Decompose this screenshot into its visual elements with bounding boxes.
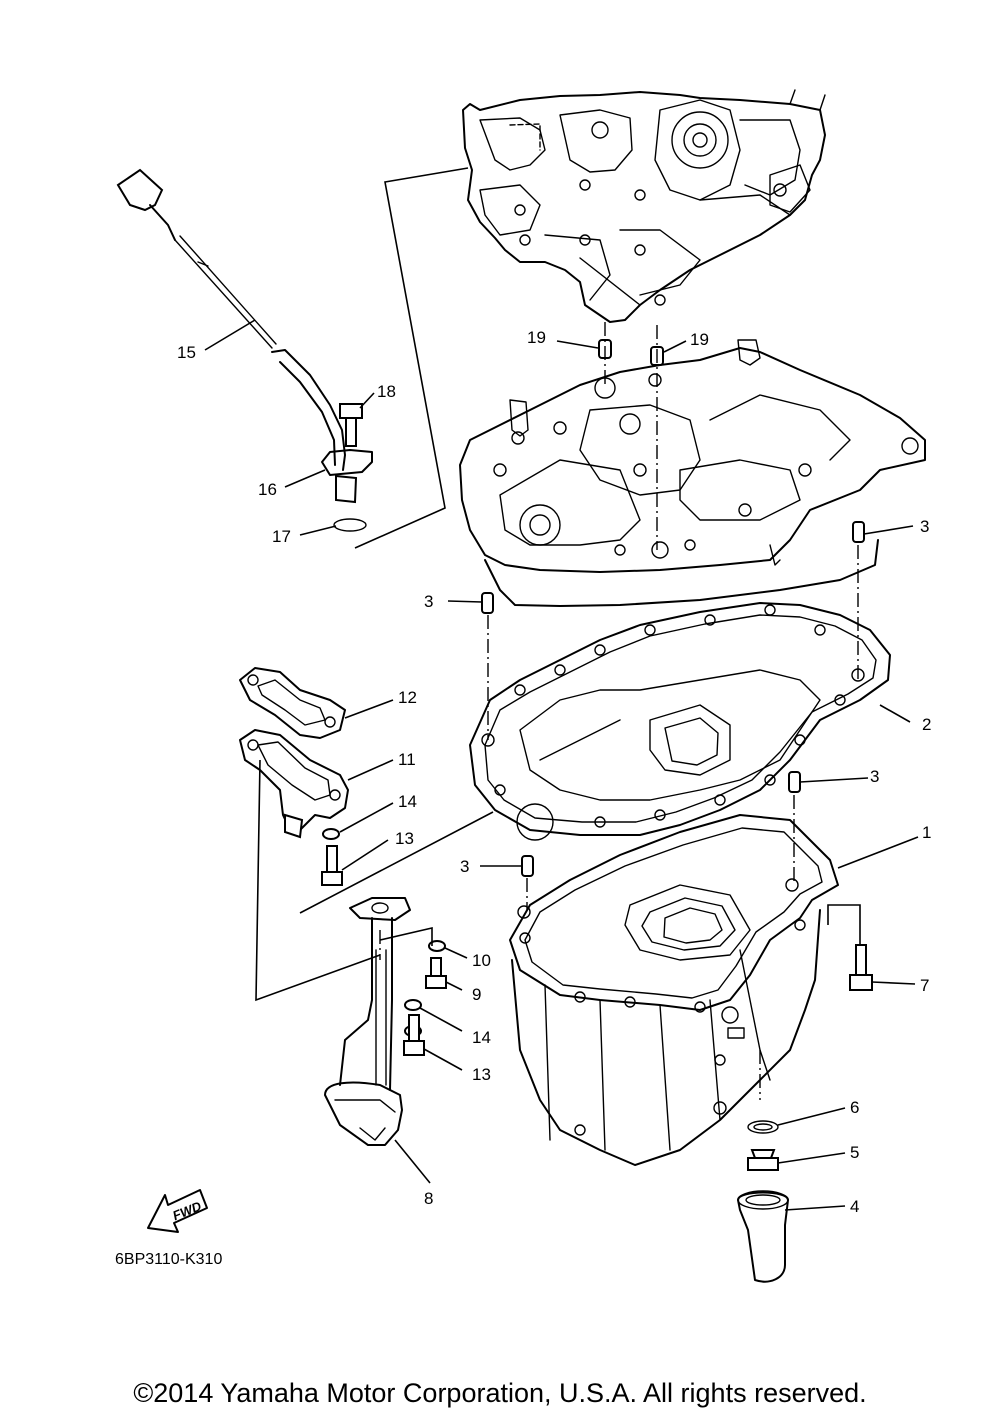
upper-plate-drawing: [459, 339, 926, 607]
gasket-drawing: [469, 602, 891, 841]
copyright-notice: ©2014 Yamaha Motor Corporation, U.S.A. A…: [133, 1378, 867, 1408]
callout-3-left: 3: [424, 592, 433, 611]
bolt-7-drawing: [827, 904, 873, 991]
callout-14-lower: 14: [472, 1028, 491, 1047]
callout-16: 16: [258, 480, 277, 499]
parts-11-12-drawing: [239, 667, 349, 839]
callout-10: 10: [472, 951, 491, 970]
callout-3-bottom: 3: [460, 857, 469, 876]
diagram-code: 6BP3110-K310: [115, 1251, 222, 1268]
fwd-arrow: FWD: [147, 1189, 208, 1233]
callout-9: 9: [472, 985, 481, 1004]
callout-13-upper: 13: [395, 829, 414, 848]
callout-8: 8: [424, 1189, 433, 1208]
callout-13-lower: 13: [472, 1065, 491, 1084]
callout-6: 6: [850, 1098, 859, 1117]
callout-5: 5: [850, 1143, 859, 1162]
engine-block-drawing: [462, 89, 826, 323]
dowel-pins-3: [481, 521, 865, 910]
callout-4: 4: [850, 1197, 859, 1216]
callout-3-top: 3: [920, 517, 929, 536]
callout-19-right: 19: [690, 330, 709, 349]
callout-12: 12: [398, 688, 417, 707]
callout-14-upper: 14: [398, 792, 417, 811]
callout-15: 15: [177, 343, 196, 362]
callout-1: 1: [922, 823, 931, 842]
callout-7: 7: [920, 976, 929, 995]
callout-18: 18: [377, 382, 396, 401]
dipstick-assembly-drawing: [116, 168, 373, 532]
callout-11: 11: [398, 750, 416, 769]
callout-17: 17: [272, 527, 291, 546]
callout-3-right: 3: [870, 767, 879, 786]
drain-parts-drawing: [737, 1120, 789, 1283]
callout-19-left: 19: [527, 328, 546, 347]
callout-2: 2: [922, 715, 931, 734]
callout-leaders: [204, 319, 919, 1211]
callout-labels: 1 2 3 3 3 3 4 5 6 7 8 9 10 11 12 13 13 1…: [177, 328, 931, 1216]
dowel-pins-19: [598, 322, 664, 550]
oil-pan-drawing: [509, 814, 839, 1166]
fasteners-drawing: [321, 828, 447, 1056]
oil-strainer-drawing: [324, 897, 411, 1146]
assembly-lines: [255, 167, 494, 1002]
